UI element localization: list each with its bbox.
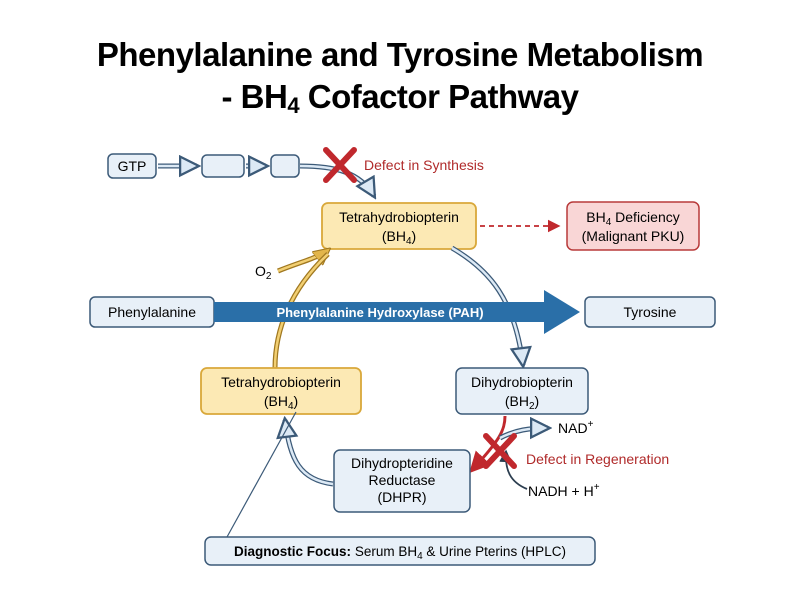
svg-text:Phenylalanine: Phenylalanine [108, 304, 196, 320]
nadh-label: NADH + H+ [528, 482, 600, 499]
pah-arrow: Phenylalanine Hydroxylase (PAH) [214, 290, 580, 334]
svg-text:BH4 Deficiency: BH4 Deficiency [586, 209, 679, 228]
svg-text:(BH4): (BH4) [264, 393, 298, 412]
title-line-2: - BH4 Cofactor Pathway [221, 78, 579, 118]
bh4-top-node: Tetrahydrobiopterin (BH4) [321, 202, 477, 250]
page-title: Phenylalanine and Tyrosine Metabolism - … [0, 34, 800, 127]
svg-text:Tetrahydrobiopterin: Tetrahydrobiopterin [221, 374, 341, 390]
dhpr-node: Dihydropteridine Reductase (DHPR) [333, 449, 471, 513]
gtp-label: GTP [118, 158, 147, 174]
svg-text:(BH4): (BH4) [382, 228, 416, 247]
svg-text:Tetrahydrobiopterin: Tetrahydrobiopterin [339, 209, 459, 225]
regeneration-arrow [469, 415, 507, 474]
focus-connector [226, 411, 297, 538]
bh4-deficiency-node: BH4 Deficiency (Malignant PKU) [566, 201, 700, 251]
synthesis-intermediate-1 [201, 154, 245, 178]
gtp-node: GTP [107, 153, 157, 179]
svg-text:Dihydrobiopterin: Dihydrobiopterin [471, 374, 573, 390]
phenylalanine-node: Phenylalanine [89, 296, 215, 328]
svg-text:(DHPR): (DHPR) [378, 489, 427, 505]
title-line-1: Phenylalanine and Tyrosine Metabolism [96, 36, 704, 73]
o2-label: O2 [255, 263, 272, 282]
svg-text:Dihydropteridine: Dihydropteridine [351, 455, 453, 471]
defect-x-icon-regeneration [483, 433, 517, 469]
svg-text:Reductase: Reductase [369, 472, 436, 488]
svg-text:Diagnostic Focus: Serum BH4 &: Diagnostic Focus: Serum BH4 & Urine Pter… [234, 544, 566, 562]
defect-regeneration-label: Defect in Regeneration [526, 451, 669, 467]
nad-label: NAD+ [558, 419, 594, 436]
defect-x-icon-synthesis [323, 147, 357, 183]
bh4-left-node: Tetrahydrobiopterin (BH4) [200, 367, 362, 415]
focus-label: Diagnostic Focus: [234, 544, 351, 559]
tyrosine-node: Tyrosine [584, 296, 716, 328]
defect-synthesis-label: Defect in Synthesis [364, 157, 484, 173]
pah-label: Phenylalanine Hydroxylase (PAH) [276, 305, 483, 320]
svg-text:(Malignant PKU): (Malignant PKU) [582, 228, 685, 244]
synthesis-intermediate-2 [270, 154, 300, 178]
bh2-node: Dihydrobiopterin (BH2) [455, 367, 589, 415]
diagnostic-focus-box: Diagnostic Focus: Serum BH4 & Urine Pter… [204, 536, 596, 566]
svg-text:Tyrosine: Tyrosine [624, 304, 677, 320]
svg-text:(BH2): (BH2) [505, 393, 539, 412]
